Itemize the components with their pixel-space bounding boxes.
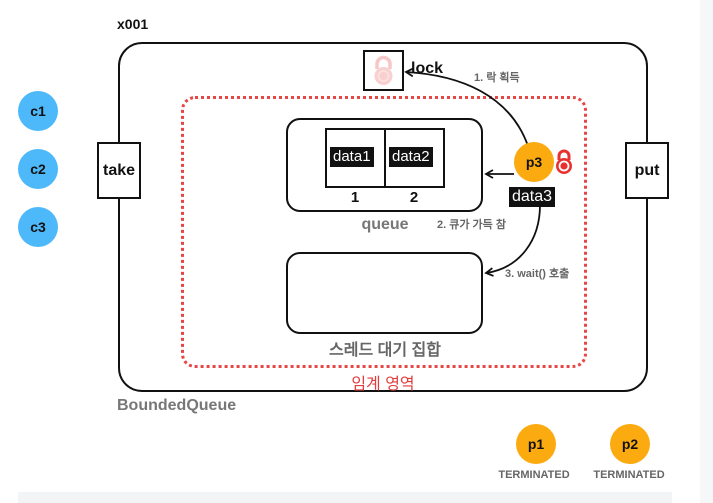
- producer-data-chip: data3: [509, 187, 556, 207]
- bottom-strip: [18, 492, 672, 503]
- lock-faded-icon: [374, 55, 393, 85]
- wait-call-arrow: [484, 204, 541, 277]
- producer-thread-p1[interactable]: p1: [516, 424, 556, 464]
- queue-box: [286, 118, 483, 212]
- bounded-queue-container: [118, 42, 648, 392]
- consumer-thread-c2[interactable]: c2: [18, 149, 58, 189]
- class-name-label: BoundedQueue: [117, 397, 237, 414]
- page-edge-shade: [700, 0, 713, 503]
- producer-thread-p3[interactable]: p3: [514, 142, 554, 182]
- producer-p1-status: TERMINATED: [498, 469, 570, 481]
- consumer-thread-c1[interactable]: c1: [18, 91, 58, 131]
- wait-set-box: [286, 252, 483, 334]
- put-method-button[interactable]: put: [625, 142, 669, 199]
- wait-set-label: 스레드 대기 집합: [329, 342, 441, 359]
- queue-index-1: 1: [350, 189, 360, 206]
- critical-section-label: 임계 영역: [351, 376, 415, 393]
- queue-index-2: 2: [409, 189, 419, 206]
- lock-slot: [363, 50, 404, 91]
- step-1-label: 1. 락 획득: [474, 72, 520, 84]
- queue-label: queue: [361, 216, 409, 233]
- take-method-button[interactable]: take: [97, 142, 141, 199]
- consumer-thread-c3[interactable]: c3: [18, 207, 58, 247]
- critical-section-region: [181, 96, 587, 368]
- instance-id-label: x001: [117, 16, 149, 32]
- producer-p2-status: TERMINATED: [593, 469, 665, 481]
- step-2-label: 2. 큐가 가득 참: [437, 219, 506, 231]
- acquire-lock-arrow: [404, 67, 529, 147]
- lock-held-icon: [556, 149, 572, 174]
- producer-thread-p2[interactable]: p2: [610, 424, 650, 464]
- queue-item-data1: data1: [330, 147, 374, 167]
- queue-item-data2: data2: [389, 147, 433, 167]
- step-3-label: 3. wait() 호출: [505, 268, 570, 280]
